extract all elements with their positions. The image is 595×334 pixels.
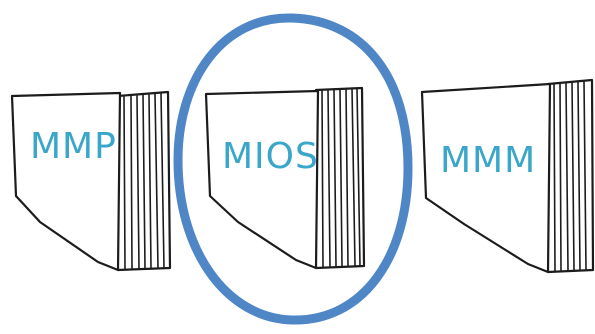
book-mmp-cover (12, 93, 120, 270)
book-mmm-pages (548, 80, 593, 272)
book-mmp-pages (118, 92, 170, 270)
book-mmm: MMM (422, 80, 593, 272)
book-mios-label: MIOS (222, 136, 319, 177)
book-mmp-label: MMP (30, 126, 117, 167)
book-mios-cover (206, 91, 318, 268)
book-mmm-label: MMM (440, 140, 536, 181)
book-mios: MIOS (206, 88, 364, 268)
book-mmp: MMP (12, 92, 170, 270)
book-mios-pages (316, 88, 364, 268)
